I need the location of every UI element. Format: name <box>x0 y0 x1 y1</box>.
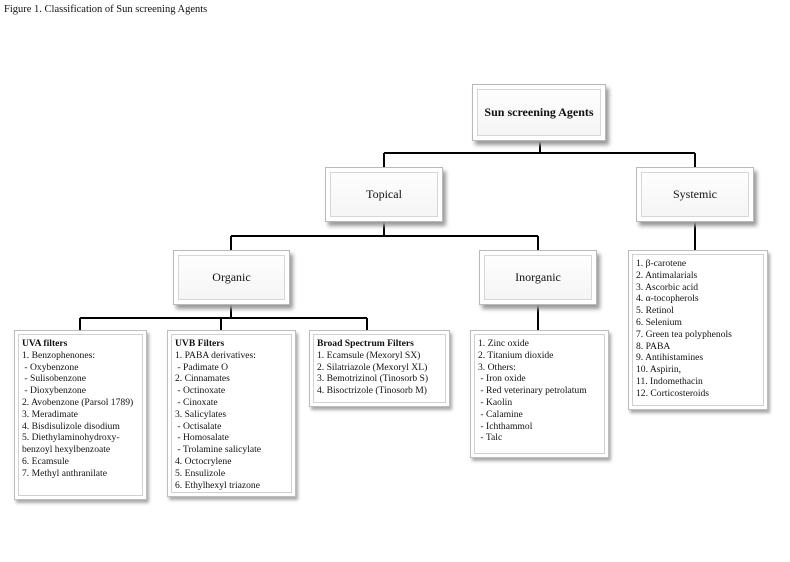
node-systemic-label: Systemic <box>673 187 717 201</box>
list-item: - Padimate O <box>175 361 229 373</box>
list-item: - Calamine <box>478 408 523 420</box>
list-item: 2. Avobenzone (Parsol 1789) <box>22 396 134 408</box>
list-item: 3. Meradimate <box>22 408 78 420</box>
list-item: - Red veterinary petrolatum <box>478 385 587 397</box>
list-item: 1. β-carotene <box>636 258 687 269</box>
uvb-filters-box: UVB Filters 1. PABA derivatives: - Padim… <box>167 330 296 497</box>
list-item: 4. α-tocopherols <box>636 293 699 305</box>
list-item: 3. Salicylates <box>175 408 227 420</box>
list-item: 1. PABA derivatives: <box>175 349 256 361</box>
node-organic-label: Organic <box>212 270 251 284</box>
list-item: 2. Silatriazole (Mexoryl XL) <box>317 361 428 373</box>
broad-spectrum-filters-box: Broad Spectrum Filters 1. Ecamsule (Mexo… <box>309 330 450 407</box>
list-item: 6. Ethylhexyl triazone <box>175 479 260 491</box>
list-item: - Iron oxide <box>478 373 526 385</box>
list-item: 5. Retinol <box>636 305 674 317</box>
list-item: 5. Diethylaminohydroxy-benzoyl hexylbenz… <box>22 432 120 456</box>
list-item: - Sulisobenzone <box>22 373 86 385</box>
list-item: - Octisalate <box>175 420 222 432</box>
list-item: - Kaolin <box>478 396 513 408</box>
root-node-sun-screening-agents: Sun screening Agents <box>472 84 606 141</box>
list-item: 5. Ensulizole <box>175 467 226 479</box>
list-item: 2. Cinnamates <box>175 373 230 385</box>
broad-spectrum-heading: Broad Spectrum Filters <box>317 338 414 349</box>
systemic-list: 1. β-carotene 2. Antimalarials 3. Ascorb… <box>636 258 761 400</box>
list-item: - Octinoxate <box>175 385 226 397</box>
list-item: 3. Ascorbic acid <box>636 281 699 293</box>
list-item: - Talc <box>478 432 503 444</box>
list-item: 4. Bisoctrizole (Tinosorb M) <box>317 385 427 397</box>
list-item: 2. Titanium dioxide <box>478 349 554 361</box>
node-inorganic: Inorganic <box>479 250 597 305</box>
list-item: 4. Octocrylene <box>175 455 232 467</box>
uva-filters-box: UVA filters 1. Benzophenones: - Oxybenzo… <box>14 330 147 500</box>
uva-filters-heading: UVA filters <box>22 338 68 349</box>
list-item: 11. Indomethacin <box>636 375 703 387</box>
uvb-filters-heading: UVB Filters <box>175 338 225 349</box>
list-item: 7. Green tea polyphenols <box>636 328 732 340</box>
systemic-list-box: 1. β-carotene 2. Antimalarials 3. Ascorb… <box>628 250 768 410</box>
list-item: - Dioxybenzone <box>22 385 86 397</box>
list-item: - Trolamine salicylate <box>175 444 262 456</box>
list-item: 6. Selenium <box>636 316 682 328</box>
list-item: 10. Aspirin, <box>636 364 682 376</box>
list-item: - Ichthammol <box>478 420 533 432</box>
list-item: 12. Corticosteroids <box>636 387 710 399</box>
node-topical-label: Topical <box>366 187 402 201</box>
uvb-filters-list: 1. PABA derivatives: - Padimate O 2. Cin… <box>175 350 289 492</box>
broad-spectrum-list: 1. Ecamsule (Mexoryl SX) 2. Silatriazole… <box>317 350 443 397</box>
list-item: 8. PABA <box>636 340 671 352</box>
node-systemic: Systemic <box>636 167 754 222</box>
list-item: 4. Bisdisulizole disodium <box>22 420 120 432</box>
inorganic-list: 1. Zinc oxide 2. Titanium dioxide 3. Oth… <box>478 338 602 444</box>
node-inorganic-label: Inorganic <box>515 270 561 284</box>
list-item: 3. Bemotrizinol (Tinosorb S) <box>317 373 429 385</box>
list-item: 1. Zinc oxide <box>478 338 529 349</box>
figure-caption: Figure 1. Classification of Sun screenin… <box>4 4 208 15</box>
list-item: 6. Ecamsule <box>22 455 69 467</box>
list-item: - Homosalate <box>175 432 229 444</box>
list-item: 3. Others: <box>478 361 516 373</box>
node-organic: Organic <box>173 250 290 305</box>
uva-filters-list: 1. Benzophenones: - Oxybenzone - Sulisob… <box>22 350 140 480</box>
list-item: 1. Ecamsule (Mexoryl SX) <box>317 349 421 361</box>
node-topical: Topical <box>325 167 443 222</box>
list-item: 7. Methyl anthranilate <box>22 467 107 479</box>
inorganic-list-box: 1. Zinc oxide 2. Titanium dioxide 3. Oth… <box>470 330 609 458</box>
list-item: 2. Antimalarials <box>636 269 698 281</box>
list-item: 9. Antihistamines <box>636 352 704 364</box>
root-node-label: Sun screening Agents <box>484 105 594 119</box>
list-item: - Oxybenzone <box>22 361 79 373</box>
list-item: - Cinoxate <box>175 396 218 408</box>
list-item: 1. Benzophenones: <box>22 349 96 361</box>
